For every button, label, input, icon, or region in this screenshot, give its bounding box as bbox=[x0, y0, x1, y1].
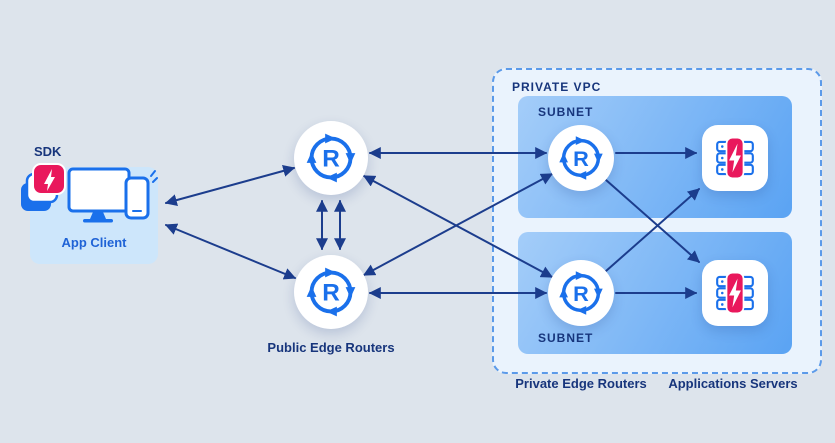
signal-tick-icon bbox=[152, 177, 158, 183]
app-server-icon bbox=[707, 265, 763, 321]
applications-servers-label: Applications Servers bbox=[668, 376, 798, 391]
app-client-label: App Client bbox=[61, 235, 127, 250]
private-edge-routers-label: Private Edge Routers bbox=[515, 376, 647, 391]
private-edge-router-bottom bbox=[548, 260, 614, 326]
public-edge-routers-label: Public Edge Routers bbox=[267, 340, 395, 355]
sdk-label: SDK bbox=[34, 144, 62, 159]
application-server-top bbox=[702, 125, 768, 191]
signal-tick-icon bbox=[150, 170, 156, 177]
router-icon bbox=[548, 125, 614, 191]
private-vpc-box: PRIVATE VPC SUBNET SUBNET bbox=[492, 68, 822, 374]
lightning-icon bbox=[44, 169, 55, 191]
phone-icon bbox=[124, 170, 158, 220]
app-server-icon bbox=[707, 130, 763, 186]
public-edge-router-top bbox=[294, 121, 368, 195]
arrow-client-public-top bbox=[164, 165, 296, 206]
private-vpc-label: PRIVATE VPC bbox=[512, 80, 602, 94]
monitor-icon bbox=[67, 167, 131, 223]
router-icon bbox=[294, 255, 368, 329]
arrow-client-public-bottom bbox=[164, 223, 297, 280]
subnet-label-top: SUBNET bbox=[538, 105, 594, 119]
sdk-stack-icon bbox=[21, 163, 66, 211]
private-edge-router-top bbox=[548, 125, 614, 191]
public-edge-router-bottom bbox=[294, 255, 368, 329]
subnet-label-bottom: SUBNET bbox=[538, 331, 594, 345]
client-devices-icon bbox=[67, 167, 158, 223]
router-icon bbox=[548, 260, 614, 326]
router-icon bbox=[294, 121, 368, 195]
application-server-bottom bbox=[702, 260, 768, 326]
